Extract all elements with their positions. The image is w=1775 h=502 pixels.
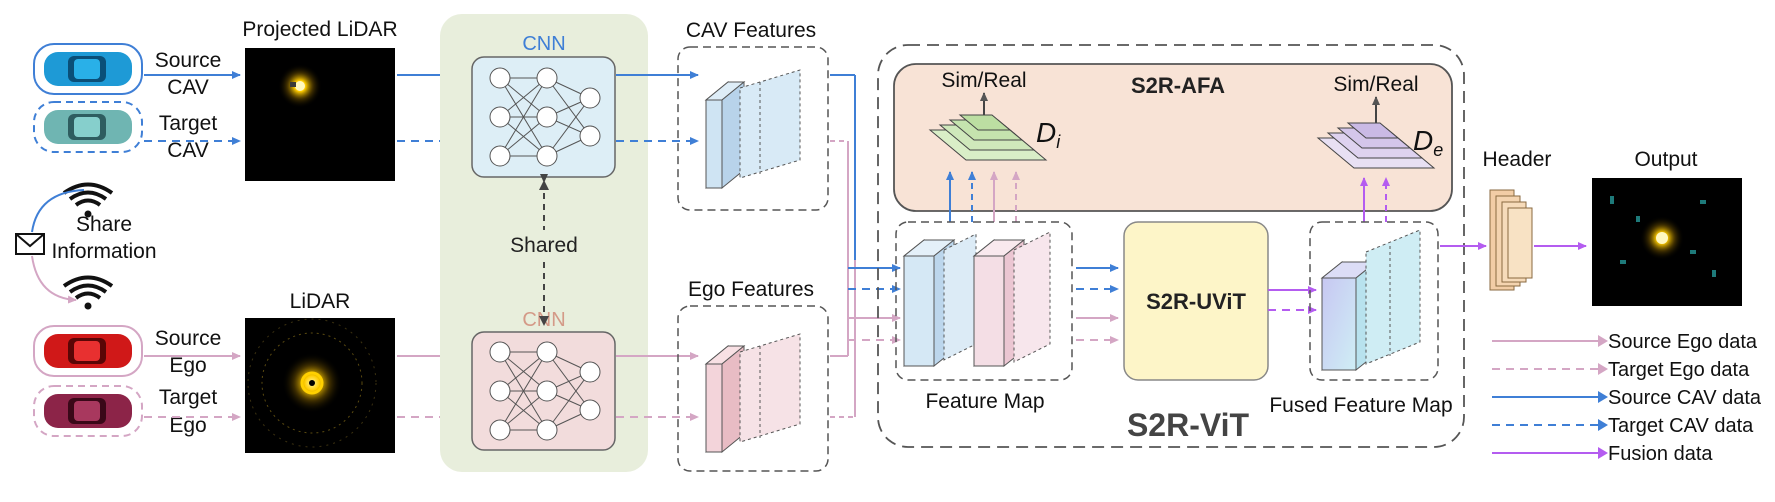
label-target-ego-2: Ego (169, 414, 206, 437)
fused-feature-blocks (1320, 229, 1421, 372)
neural-net-top (489, 67, 601, 167)
label-header: Header (1483, 148, 1552, 171)
ego-features-box (677, 305, 829, 472)
legend-arrowhead (1598, 419, 1608, 431)
car-target-ego (33, 385, 143, 437)
label-lidar: LiDAR (290, 290, 351, 313)
label-de: De (1413, 125, 1443, 160)
label-source-ego-1: Source (155, 327, 222, 350)
legend-label: Target CAV data (1608, 415, 1754, 437)
discriminator-de (1316, 122, 1436, 169)
wifi-icon-bottom (62, 275, 114, 310)
car-target-cav (33, 101, 143, 153)
label-target-cav-2: CAV (167, 139, 209, 162)
label-fused-feature-map: Fused Feature Map (1269, 394, 1452, 417)
feature-map-blocks (902, 231, 1051, 368)
label-di: Di (1036, 117, 1061, 152)
label-share-1: Share (76, 213, 132, 236)
label-ego-features: Ego Features (688, 278, 814, 301)
legend-item: Target Ego data (1492, 359, 1750, 381)
share-curve-top (31, 189, 85, 233)
legend-arrowhead (1598, 363, 1608, 375)
legend-label: Source Ego data (1608, 331, 1758, 353)
label-cav-features: CAV Features (686, 19, 816, 42)
feature-map-box (895, 221, 1073, 381)
label-shared: Shared (510, 234, 578, 257)
label-feature-map: Feature Map (925, 390, 1044, 413)
projected-lidar-image (245, 48, 395, 181)
label-source-cav-2: CAV (167, 76, 209, 99)
label-output: Output (1634, 148, 1697, 171)
label-target-cav-1: Target (159, 112, 218, 135)
label-projected-lidar: Projected LiDAR (242, 18, 397, 41)
legend-item: Fusion data (1492, 443, 1713, 465)
label-sim-real-left: Sim/Real (941, 69, 1026, 92)
car-source-cav (33, 43, 143, 95)
legend-label: Target Ego data (1608, 359, 1750, 381)
label-share-2: Information (51, 240, 156, 263)
legend-item: Target CAV data (1492, 415, 1754, 437)
legend-item: Source Ego data (1492, 331, 1758, 353)
legend-label: Source CAV data (1608, 387, 1762, 409)
label-source-ego-2: Ego (169, 354, 206, 377)
label-target-ego-1: Target (159, 386, 218, 409)
car-source-ego (33, 325, 143, 377)
label-sim-real-right: Sim/Real (1333, 73, 1418, 96)
label-s2r-afa: S2R-AFA (1131, 73, 1225, 98)
legend-item: Source CAV data (1492, 387, 1762, 409)
neural-net-bottom (489, 341, 601, 441)
legend-arrowhead (1598, 335, 1608, 347)
envelope-icon (15, 233, 45, 255)
wifi-icon-top (62, 182, 114, 218)
lidar-image (245, 318, 395, 453)
output-image (1592, 178, 1742, 306)
fused-feature-map-box (1309, 221, 1439, 381)
label-s2r-uvit: S2R-UViT (1146, 289, 1246, 314)
cav-feature-blocks (704, 69, 801, 190)
discriminator-di (928, 114, 1048, 161)
legend-label: Fusion data (1608, 443, 1713, 465)
label-cnn-top: CNN (522, 33, 565, 55)
label-source-cav-1: Source (155, 49, 222, 72)
s2r-afa-box (893, 63, 1453, 212)
s2r-uvit-box (1123, 221, 1269, 381)
legend-arrowhead (1598, 447, 1608, 459)
ego-feature-blocks (704, 333, 801, 454)
header-block (1489, 189, 1533, 291)
share-curve-bottom (31, 255, 77, 304)
cav-features-box (677, 46, 829, 211)
legend-arrowhead (1598, 391, 1608, 403)
label-s2r-vit: S2R-ViT (1127, 407, 1250, 443)
